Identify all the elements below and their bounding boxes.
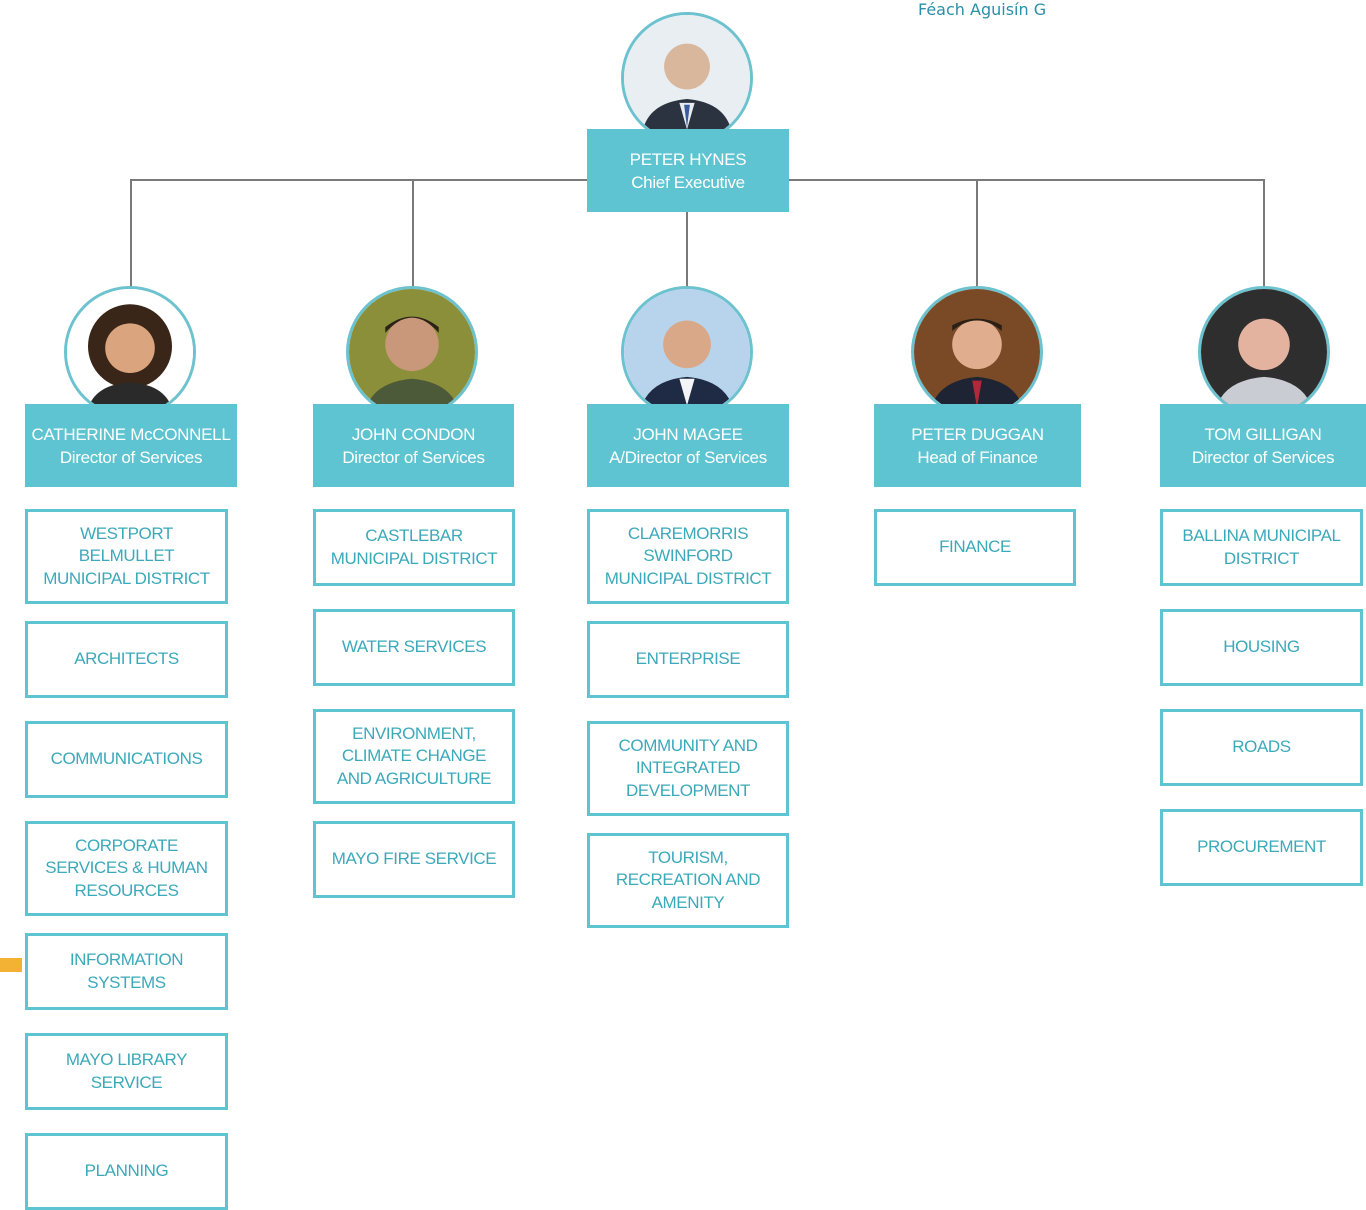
director-name: JOHN MAGEE xyxy=(633,424,743,444)
department-box[interactable]: BALLINA MUNICIPAL DISTRICT xyxy=(1160,509,1363,586)
chief-role: Chief Executive xyxy=(631,172,745,192)
director-name: TOM GILLIGAN xyxy=(1204,424,1322,444)
chief-executive-photo xyxy=(621,12,753,144)
director-photo-1 xyxy=(64,286,196,418)
department-box[interactable]: WESTPORT BELMULLET MUNICIPAL DISTRICT xyxy=(25,509,228,604)
director-role: Director of Services xyxy=(342,447,485,467)
director-photo-2 xyxy=(346,286,478,418)
director-role: A/Director of Services xyxy=(609,447,767,467)
department-box[interactable]: MAYO FIRE SERVICE xyxy=(313,821,515,898)
department-box[interactable]: TOURISM, RECREATION AND AMENITY xyxy=(587,833,789,928)
connector-director-5 xyxy=(1263,179,1265,289)
department-box[interactable]: ENTERPRISE xyxy=(587,621,789,698)
director-title-5: TOM GILLIGAN Director of Services xyxy=(1160,404,1366,487)
department-box[interactable]: ROADS xyxy=(1160,709,1363,786)
director-name: CATHERINE McCONNELL xyxy=(31,424,231,444)
department-box[interactable]: FINANCE xyxy=(874,509,1076,586)
chief-executive-title: PETER HYNES Chief Executive xyxy=(587,129,789,212)
director-role: Director of Services xyxy=(59,447,203,467)
chief-name: PETER HYNES xyxy=(629,149,747,169)
department-box[interactable]: ENVIRONMENT, CLIMATE CHANGE AND AGRICULT… xyxy=(313,709,515,804)
director-role: Director of Services xyxy=(1191,447,1335,467)
director-photo-3 xyxy=(621,286,753,418)
department-box[interactable]: CORPORATE SERVICES & HUMAN RESOURCES xyxy=(25,821,228,916)
connector-director-3 xyxy=(686,210,688,289)
feedback-tab[interactable] xyxy=(0,958,22,972)
department-box[interactable]: WATER SERVICES xyxy=(313,609,515,686)
connector-director-1 xyxy=(130,179,132,289)
department-box[interactable]: PLANNING xyxy=(25,1133,228,1210)
director-title-1: CATHERINE McCONNELL Director of Services xyxy=(25,404,237,487)
director-photo-4 xyxy=(911,286,1043,418)
department-box[interactable]: INFORMATION SYSTEMS xyxy=(25,933,228,1010)
department-box[interactable]: COMMUNICATIONS xyxy=(25,721,228,798)
director-photo-5 xyxy=(1198,286,1330,418)
connector-director-2 xyxy=(412,179,414,289)
director-role: Head of Finance xyxy=(917,447,1038,467)
department-box[interactable]: HOUSING xyxy=(1160,609,1363,686)
department-box[interactable]: CLAREMORRIS SWINFORD MUNICIPAL DISTRICT xyxy=(587,509,789,604)
director-title-4: PETER DUGGAN Head of Finance xyxy=(874,404,1081,487)
appendix-link[interactable]: Féach Aguisín G xyxy=(918,0,1047,19)
connector-director-4 xyxy=(976,179,978,289)
director-title-2: JOHN CONDON Director of Services xyxy=(313,404,514,487)
department-box[interactable]: PROCUREMENT xyxy=(1160,809,1363,886)
department-box[interactable]: COMMUNITY AND INTEGRATED DEVELOPMENT xyxy=(587,721,789,816)
director-name: PETER DUGGAN xyxy=(911,424,1044,444)
department-box[interactable]: CASTLEBAR MUNICIPAL DISTRICT xyxy=(313,509,515,586)
director-title-3: JOHN MAGEE A/Director of Services xyxy=(587,404,789,487)
department-box[interactable]: ARCHITECTS xyxy=(25,621,228,698)
director-name: JOHN CONDON xyxy=(351,424,476,444)
department-box[interactable]: MAYO LIBRARY SERVICE xyxy=(25,1033,228,1110)
